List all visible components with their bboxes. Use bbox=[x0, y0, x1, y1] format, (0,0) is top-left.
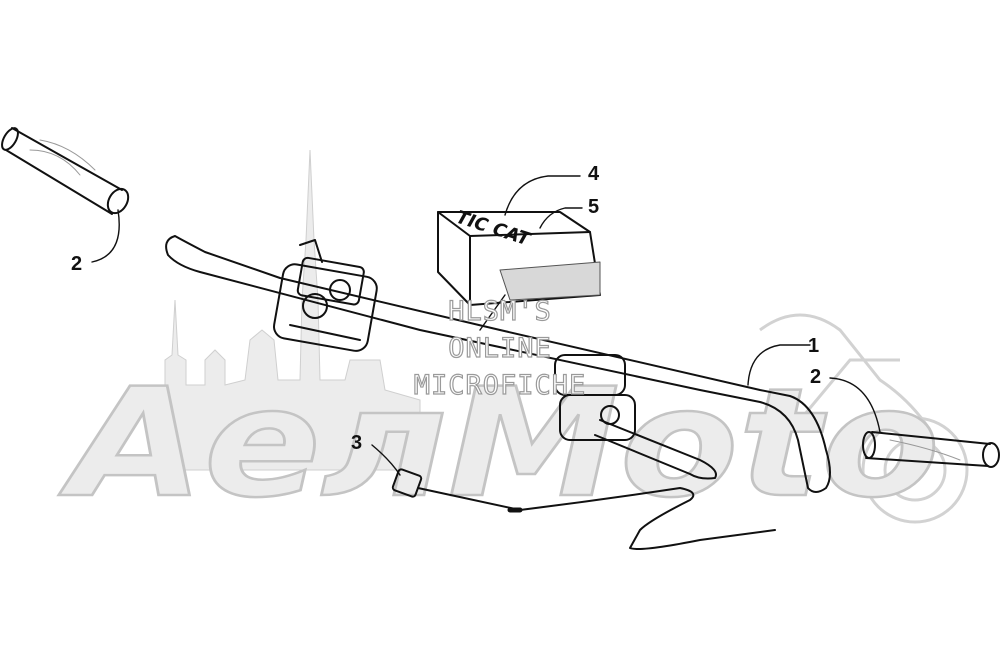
callout-2-left: 2 bbox=[71, 253, 83, 275]
handlebar bbox=[165, 235, 831, 493]
callout-4: 4 bbox=[588, 163, 600, 185]
callout-5: 5 bbox=[588, 196, 600, 218]
handlebar-pad: TIC CAT bbox=[437, 207, 601, 306]
microfiche-overlay-line-2: ONLINE bbox=[448, 332, 552, 364]
skyline-watermark bbox=[164, 149, 421, 471]
callout-3: 3 bbox=[351, 432, 363, 454]
leader-lines bbox=[91, 175, 881, 476]
left-grip bbox=[1, 127, 130, 215]
left-switch-housing bbox=[273, 239, 378, 352]
pad-decal-text: TIC CAT bbox=[453, 207, 534, 251]
brake-lever-assembly bbox=[554, 354, 717, 480]
motorcycle-watermark bbox=[759, 313, 969, 524]
microfiche-overlay-line-1: HLSM'S bbox=[448, 295, 552, 327]
callout-1: 1 bbox=[808, 335, 820, 357]
brand-watermark: AeлMoto bbox=[58, 357, 940, 531]
right-grip bbox=[862, 431, 1000, 468]
microfiche-overlay-line-3: MICROFICHE bbox=[413, 369, 587, 401]
callout-2-right: 2 bbox=[810, 366, 822, 388]
kill-switch-cable bbox=[391, 468, 776, 550]
